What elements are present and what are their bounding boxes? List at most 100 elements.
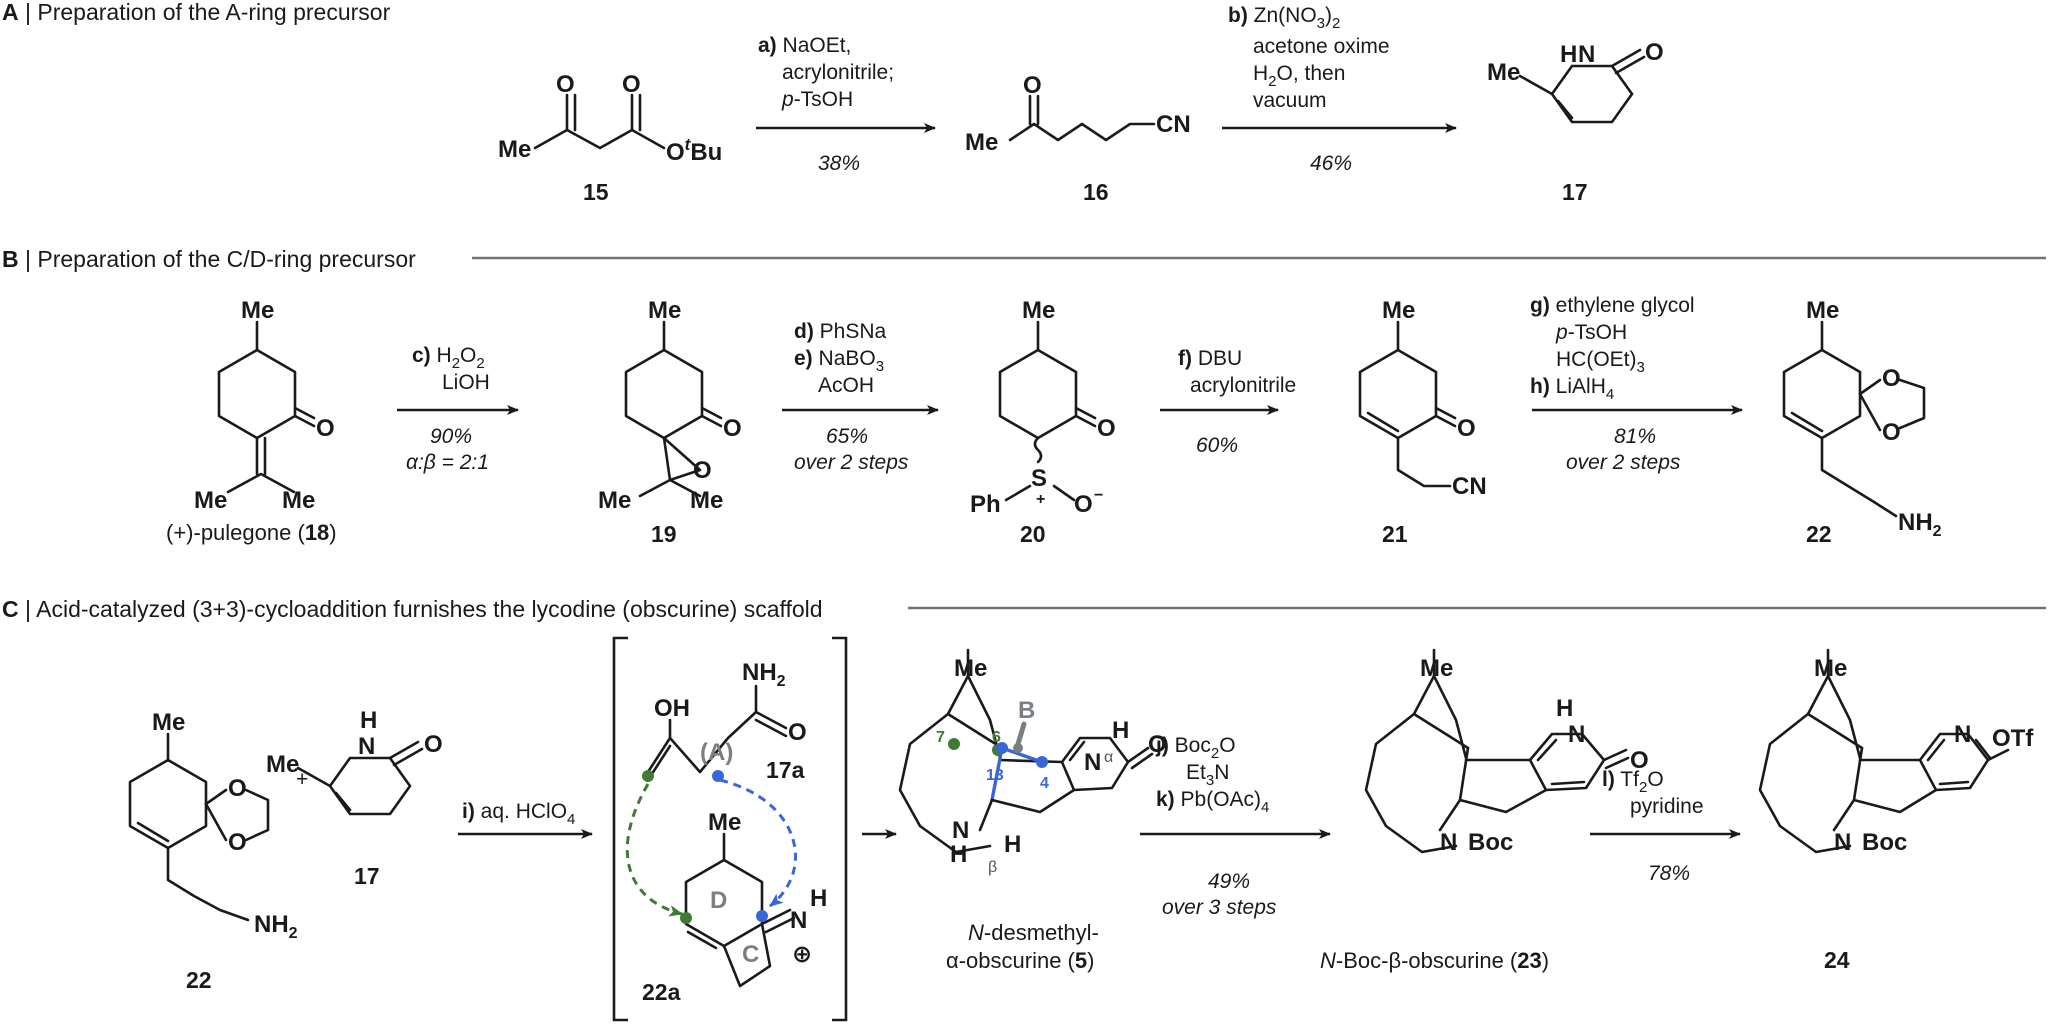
atom-o: O [723, 415, 742, 442]
position-4: 4 [1040, 775, 1049, 792]
yield-c: 90% [430, 425, 472, 448]
atom-n: N [1568, 721, 1585, 748]
atom-o: O [1630, 747, 1649, 774]
steps-jk: over 3 steps [1162, 896, 1277, 919]
atom-otf: OTf [1992, 725, 2034, 752]
atom-o-tbu: OtBu [666, 135, 722, 166]
atom-me: Me [241, 297, 274, 324]
position-13: 13 [986, 767, 1004, 784]
reagent-j: j) Boc2O [1155, 734, 1236, 762]
atom-n: N [1578, 41, 1595, 68]
position-7: 7 [936, 729, 945, 746]
atom-me: Me [1022, 297, 1055, 324]
atom-me: Me [1487, 59, 1520, 86]
compound-name-5: N-desmethyl- [968, 920, 1099, 945]
reagent-e: e) NaBO3 [794, 347, 884, 375]
yield-l: 78% [1648, 862, 1690, 885]
compound-18-structure: Me O Me Me [194, 297, 335, 514]
atom-me: Me [1382, 297, 1415, 324]
reagent-b-line3: H2O, then [1253, 62, 1345, 90]
ring-label-c: C [742, 941, 759, 968]
reactive-site-dot [642, 770, 654, 782]
atom-o: O [622, 71, 641, 98]
reagent-l: l) Tf2O [1602, 768, 1664, 796]
ring-b-marker [1015, 721, 1027, 747]
reagent-b-line4: vacuum [1253, 89, 1327, 112]
atom-me: Me [690, 487, 723, 514]
reagent-a-line2: acrylonitrile; [782, 61, 894, 84]
atom-nh2: NH2 [1898, 509, 1942, 540]
atom-nh: H [1560, 41, 1577, 68]
atom-me: Me [1420, 655, 1453, 682]
compound-number: 16 [1083, 179, 1109, 205]
atom-ph: Ph [970, 491, 1001, 518]
reagent-k: k) Pb(OAc)4 [1156, 788, 1269, 816]
compound-number: 21 [1382, 521, 1408, 547]
atom-nh2: NH2 [254, 911, 298, 942]
atom-o: O [556, 71, 575, 98]
atom-h: H [810, 885, 827, 912]
reagent-b-line2: acetone oxime [1253, 35, 1390, 58]
compound-number: 24 [1824, 947, 1850, 973]
reagent-g: g) ethylene glycol [1530, 294, 1695, 317]
svg-text:B | Preparation of the C/D-rin: B | Preparation of the C/D-ring precurso… [2, 246, 416, 272]
ring-label-d: D [710, 887, 727, 914]
atom-o: O [1074, 491, 1093, 518]
new-bond-blue [990, 746, 1004, 802]
reagent-e-line2: AcOH [818, 374, 874, 397]
yield-gh: 81% [1614, 425, 1656, 448]
alpha-label: α [1104, 749, 1113, 766]
yield-f: 60% [1196, 434, 1238, 457]
compound-17-c-structure: Me H N O [266, 707, 443, 816]
section-b-header: B | Preparation of the C/D-ring precurso… [2, 246, 2046, 272]
svg-text:A | Preparation of the A-ring: A | Preparation of the A-ring precursor [2, 0, 391, 25]
reactive-site-dot [680, 912, 692, 924]
compound-number: 22 [1806, 521, 1832, 547]
reactive-site-dot [1036, 756, 1048, 768]
atom-me: Me [598, 487, 631, 514]
intermediate-17a-structure: OH NH2 O (A) [642, 659, 807, 782]
atom-h: H [1004, 831, 1021, 858]
atom-o: O [788, 719, 807, 746]
reagent-g-line3: HC(OEt)3 [1556, 348, 1645, 376]
atom-o: O [1148, 731, 1167, 758]
atom-boc: Boc [1862, 829, 1907, 856]
compound-number: 22 [186, 967, 212, 993]
reagent-f: f) DBU [1178, 347, 1242, 370]
compound-5-structure: Me N H H N H O B 7 6 13 4 α β [898, 648, 1167, 876]
reagent-f-line2: acrylonitrile [1190, 374, 1296, 397]
yield-de: 65% [826, 425, 868, 448]
compound-number: 22a [642, 979, 681, 1005]
atom-h: H [1556, 695, 1573, 722]
section-c-header: C | Acid-catalyzed (3+3)-cycloaddition f… [2, 596, 2046, 622]
reagent-a: a) NaOEt, [758, 34, 851, 57]
svg-text:C | Acid-catalyzed (3+3)-cyclo: C | Acid-catalyzed (3+3)-cycloaddition f… [2, 596, 823, 622]
atom-o: O [316, 415, 335, 442]
compound-number: 17 [354, 863, 380, 889]
atom-n: N [952, 817, 969, 844]
atom-me: Me [152, 709, 185, 736]
atom-me: Me [498, 136, 531, 163]
steps-gh: over 2 steps [1566, 451, 1681, 474]
compound-number: 19 [651, 521, 677, 547]
charge-oplus: ⊕ [792, 941, 812, 968]
reagent-j-line2: Et3N [1186, 761, 1229, 789]
ring-label-a: (A) [700, 739, 733, 766]
atom-me: Me [708, 809, 741, 836]
compound-16-structure: O Me CN [965, 72, 1191, 156]
atom-me: Me [965, 129, 998, 156]
atom-me: Me [266, 751, 299, 778]
ratio-c: α:β = 2:1 [406, 451, 489, 474]
compound-number: 17a [766, 757, 805, 783]
intermediate-bracket [612, 636, 848, 1022]
reactive-site-dot [996, 742, 1008, 754]
reagent-c-line2: LiOH [442, 371, 490, 394]
compound-22-c-structure: Me O O NH2 [128, 709, 298, 942]
compound-number: 17 [1562, 179, 1588, 205]
atom-o: O [1457, 415, 1476, 442]
atom-me: Me [282, 487, 315, 514]
steps-de: over 2 steps [794, 451, 909, 474]
green-dashed-arrow [625, 783, 684, 917]
atom-o: O [1023, 72, 1042, 99]
atom-n: N [790, 907, 807, 934]
